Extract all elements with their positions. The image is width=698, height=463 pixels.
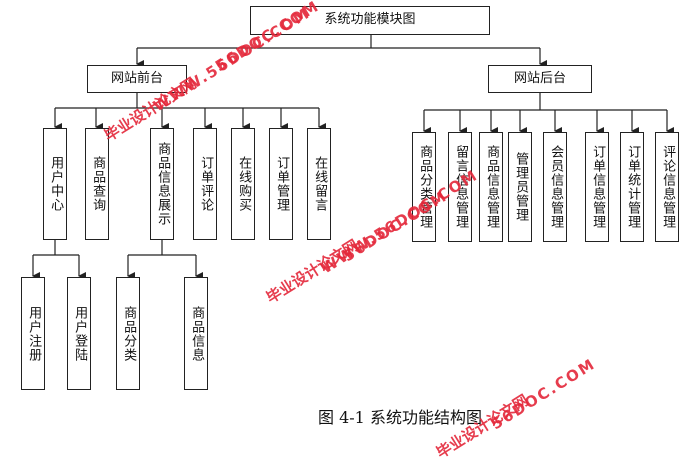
figure-caption: 图 4-1 系统功能结构图 xyxy=(318,408,482,427)
node-order-manage: 订单管理 xyxy=(269,128,293,240)
node-user-center: 用户中心 xyxy=(43,128,67,240)
node-order-review: 订单评论 xyxy=(193,128,217,240)
node-product-display: 商品信息展示 xyxy=(150,128,174,240)
node-online-buy: 在线购买 xyxy=(231,128,255,240)
node-category-manage: 商品分类管理 xyxy=(412,132,436,242)
node-product-info: 商品信息 xyxy=(184,277,208,390)
node-order-stats-manage: 订单统计管理 xyxy=(620,132,644,242)
node-review-manage: 评论信息管理 xyxy=(655,132,679,242)
node-product-category: 商品分类 xyxy=(116,277,140,390)
node-user-register: 用户注册 xyxy=(21,277,45,390)
node-order-info-manage: 订单信息管理 xyxy=(585,132,609,242)
back-node: 网站后台 xyxy=(488,65,592,93)
node-user-login: 用户登陆 xyxy=(67,277,91,390)
node-member-manage: 会员信息管理 xyxy=(543,132,567,242)
node-product-info-manage: 商品信息管理 xyxy=(479,132,503,242)
root-node: 系统功能模块图 xyxy=(250,6,490,35)
node-product-query: 商品查询 xyxy=(85,128,109,240)
node-admin-manage: 管理员管理 xyxy=(508,132,532,242)
node-message-manage: 留言信息管理 xyxy=(448,132,472,242)
front-node: 网站前台 xyxy=(87,65,187,93)
node-online-message: 在线留言 xyxy=(307,128,331,240)
